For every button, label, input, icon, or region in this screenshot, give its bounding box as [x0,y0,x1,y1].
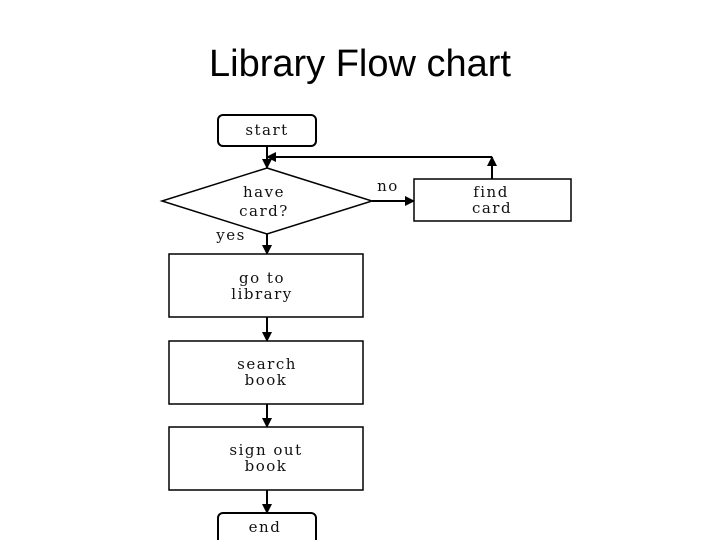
search-book-node: search book [168,340,364,405]
yes-branch-label: yes [215,226,246,244]
page-title: Library Flow chart [209,43,511,85]
sign-out-book-node: sign out book [168,426,364,491]
start-node: start [217,114,317,147]
start-label: start [245,121,288,139]
find-card-label-line2: card [472,199,512,217]
no-branch-label: no [377,177,399,195]
go-to-library-label-line2: library [231,285,292,303]
sign-out-book-label-line2: book [245,457,288,475]
decision-label-line2: card? [239,202,289,220]
end-label: end [249,518,282,536]
find-card-label-line1: find [473,183,509,201]
connector-find-card-loop-back [266,152,497,179]
end-node: end [217,512,317,540]
find-card-node: find card [413,178,572,222]
go-to-library-label-line1: go to [239,269,285,287]
search-book-label-line1: search [237,355,297,373]
go-to-library-node: go to library [168,253,364,318]
search-book-label-line2: book [245,371,288,389]
decision-node-have-card: have card? [159,167,375,235]
sign-out-book-label-line1: sign out [229,441,302,459]
decision-label-line1: have [243,183,285,201]
